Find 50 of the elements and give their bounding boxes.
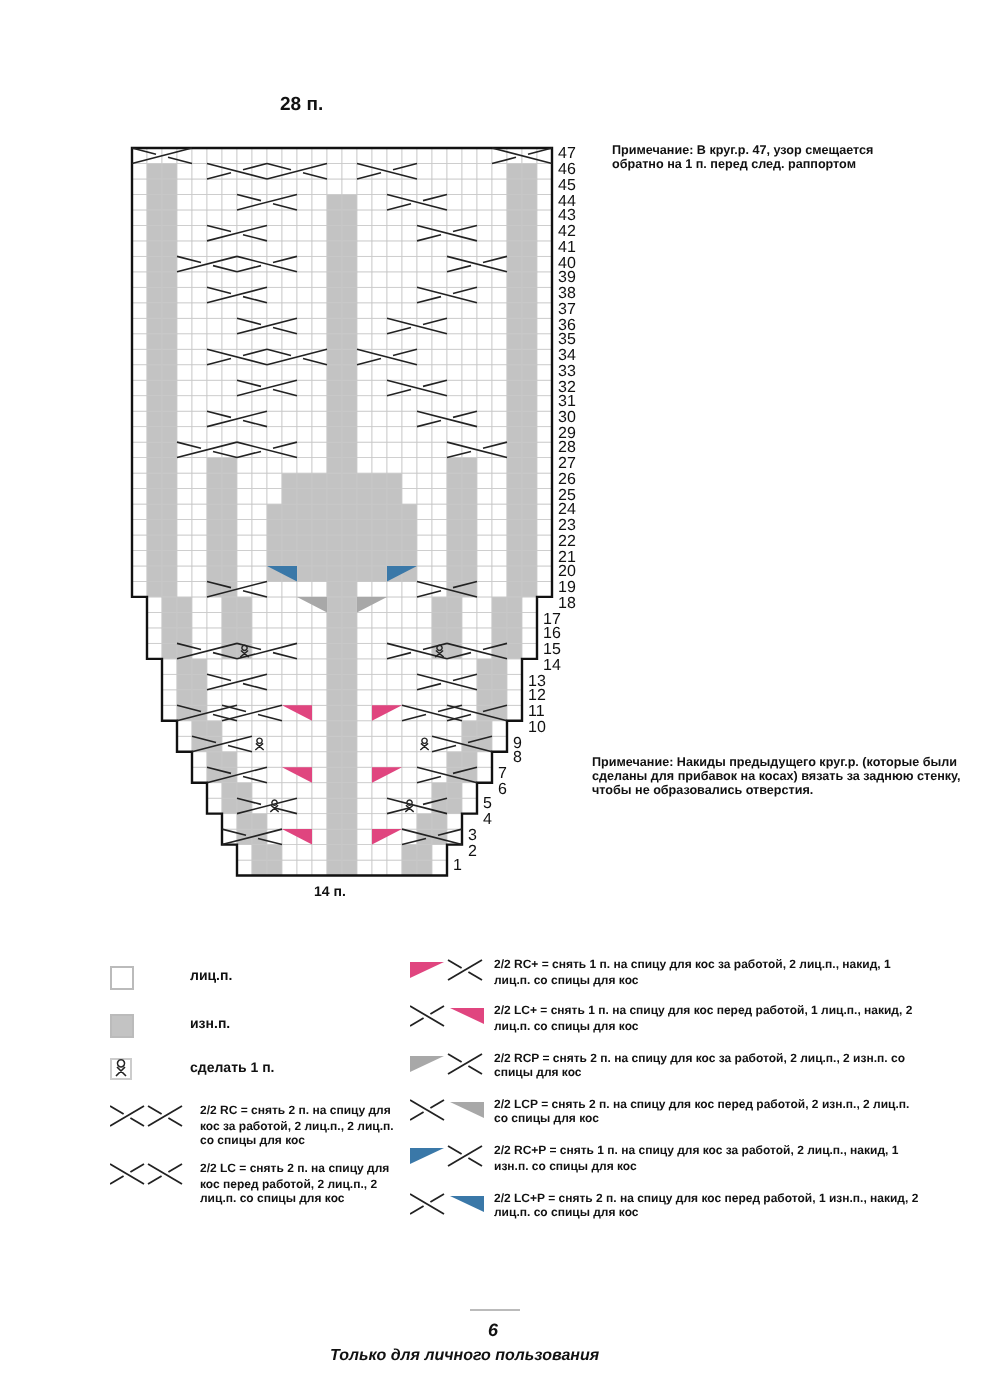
row-number: 32 xyxy=(558,379,576,395)
row-number: 31 xyxy=(558,394,576,411)
page-number: 6 xyxy=(488,1320,499,1341)
row-number: 1 xyxy=(453,858,462,875)
row-number: 24 xyxy=(558,502,576,519)
row-number: 26 xyxy=(558,471,576,488)
row-number: 5 xyxy=(483,796,492,813)
row-number: 38 xyxy=(558,286,576,303)
footer-note: Только для личного пользования xyxy=(330,1346,600,1365)
row-number: 36 xyxy=(558,317,576,334)
row-number: 25 xyxy=(558,487,576,504)
row-number: 47 xyxy=(558,146,576,163)
row-number: 30 xyxy=(558,409,576,426)
row-number: 3 xyxy=(468,827,477,844)
row-number: 39 xyxy=(558,270,576,287)
row-number: 33 xyxy=(558,363,576,380)
row-number: 13 xyxy=(528,673,546,690)
row-number: 23 xyxy=(558,518,576,535)
row-number: 11 xyxy=(528,704,545,721)
row-number: 12 xyxy=(528,688,546,705)
row-number: 14 xyxy=(543,657,561,674)
row-number: 6 xyxy=(498,781,507,798)
row-number: 40 xyxy=(558,255,576,272)
row-number: 7 xyxy=(498,766,507,782)
row-number: 29 xyxy=(558,425,576,442)
row-number: 20 xyxy=(558,564,576,581)
row-number: 35 xyxy=(558,332,576,349)
row-number: 4 xyxy=(483,812,492,829)
row-number: 10 xyxy=(528,719,546,736)
row-number: 46 xyxy=(558,162,576,179)
row-number: 18 xyxy=(558,595,576,612)
row-number: 37 xyxy=(558,301,576,318)
row-number: 16 xyxy=(543,626,561,643)
row-number: 41 xyxy=(558,239,576,256)
row-number: 21 xyxy=(558,549,576,566)
row-number: 28 xyxy=(558,440,576,457)
row-number: 19 xyxy=(558,580,576,597)
row-number: 17 xyxy=(543,611,561,628)
row-number: 45 xyxy=(558,177,576,194)
row-number: 44 xyxy=(558,193,576,210)
row-number: 34 xyxy=(558,348,576,365)
row-number: 43 xyxy=(558,208,576,225)
row-number: 42 xyxy=(558,224,576,241)
row-number: 8 xyxy=(513,750,522,767)
row-number: 2 xyxy=(468,843,477,860)
stitch-count: 28 п. xyxy=(280,96,324,118)
row-number: 9 xyxy=(513,735,522,752)
row-number: 22 xyxy=(558,533,576,550)
row-number: 27 xyxy=(558,456,576,473)
row-number: 15 xyxy=(543,642,561,659)
